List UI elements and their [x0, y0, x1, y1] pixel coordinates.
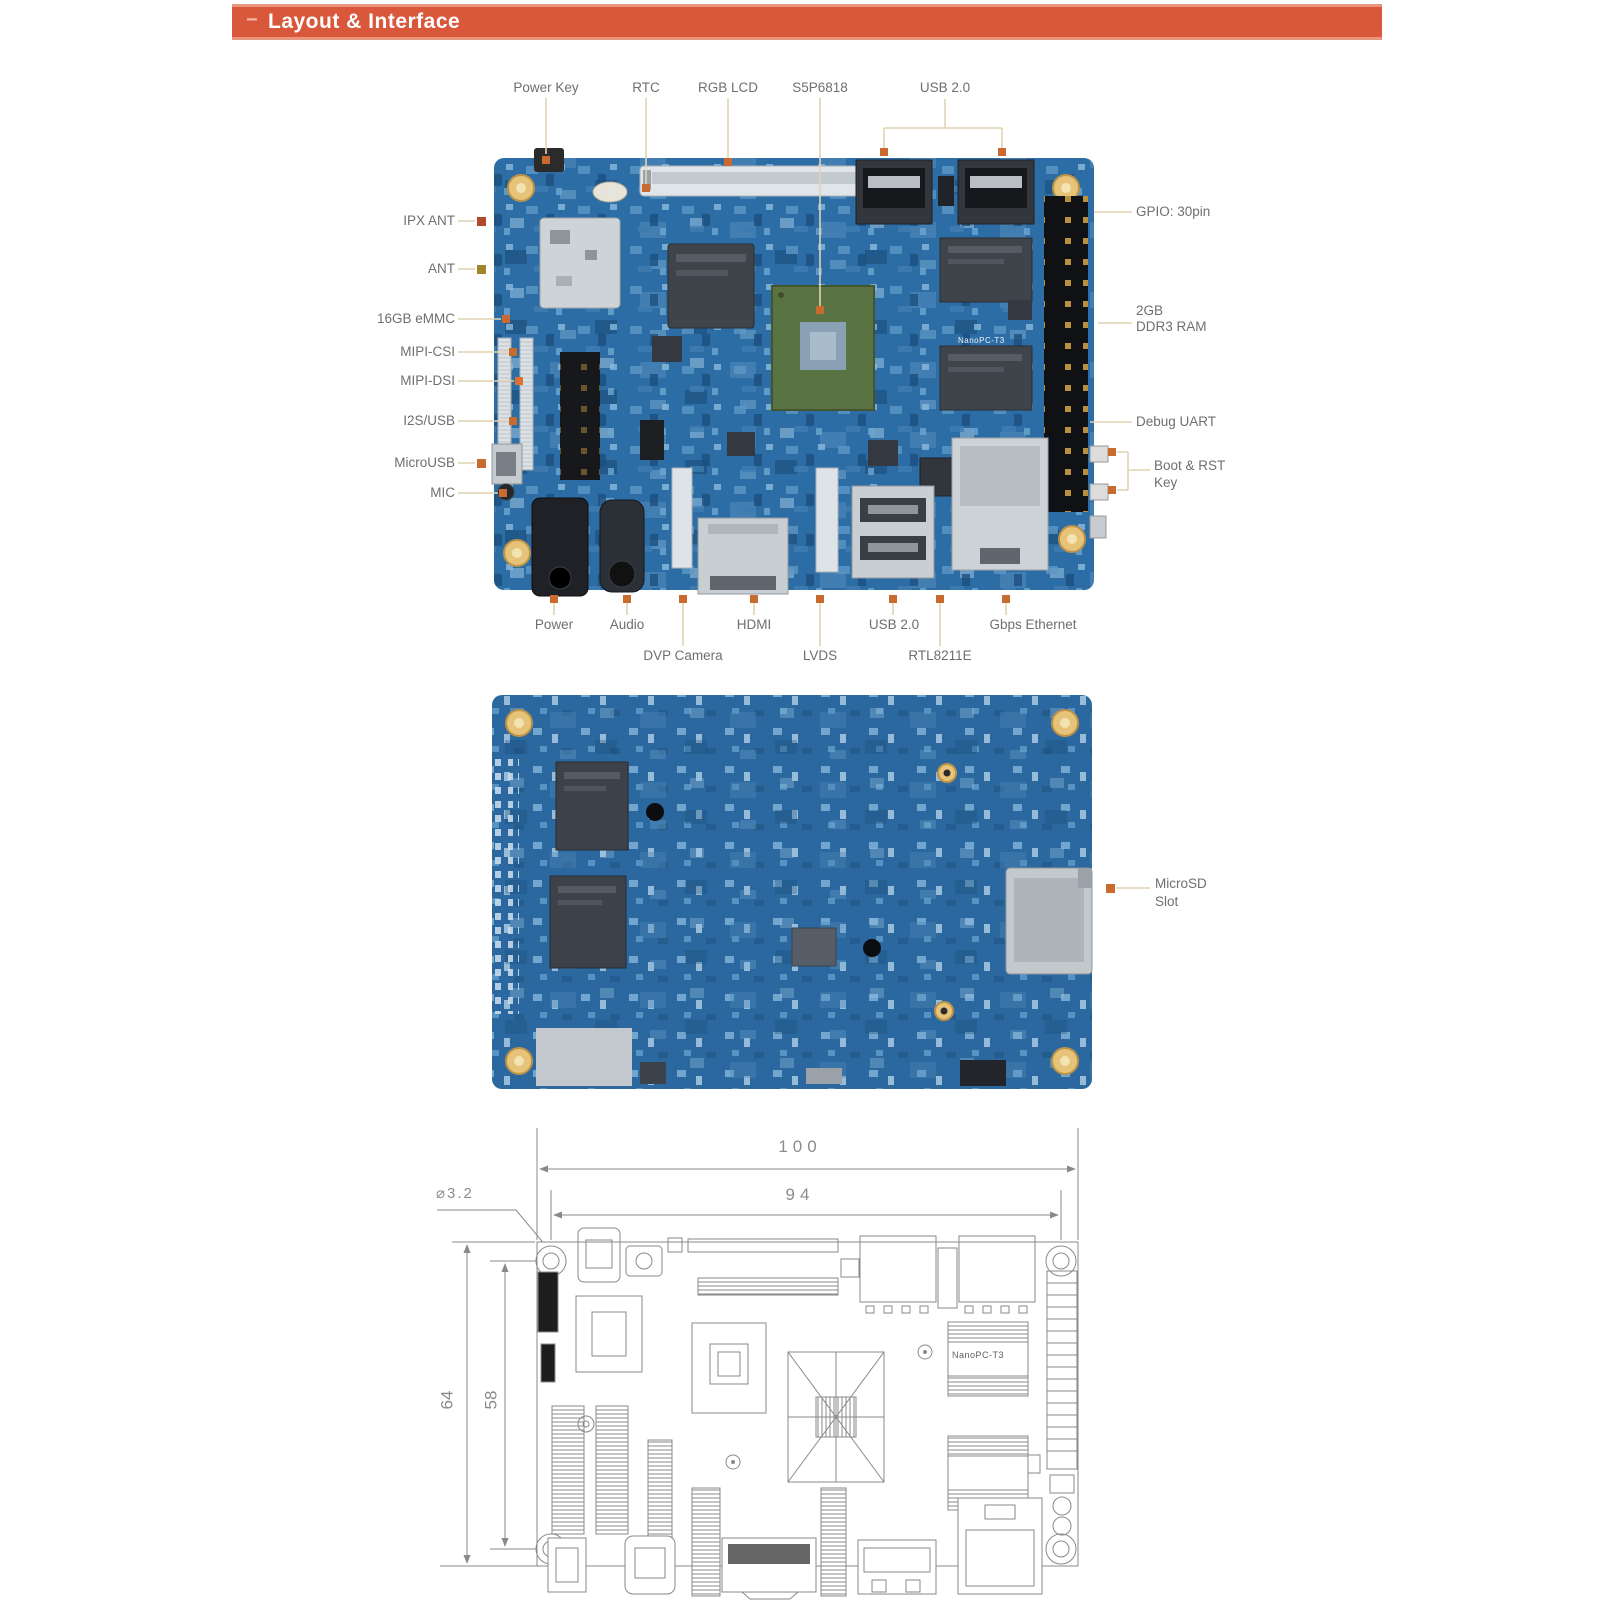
front-board-photo — [491, 148, 1109, 597]
label-audio: Audio — [609, 617, 645, 632]
label-lvds: LVDS — [802, 648, 838, 663]
callout-back — [1106, 884, 1150, 893]
back-edge-pads — [495, 752, 519, 1014]
ethernet-port — [951, 437, 1049, 571]
label-hdmi: HDMI — [736, 617, 772, 632]
label-emmc: 16GB eMMC — [376, 311, 455, 326]
cad-soc — [691, 1322, 767, 1414]
back-board-photo — [492, 695, 1093, 1089]
power-jack — [531, 497, 589, 597]
ram-chips — [939, 237, 1033, 411]
label-mipi-dsi: MIPI-DSI — [400, 373, 455, 388]
page-title: Layout & Interface — [268, 10, 461, 33]
microsd-slot — [1005, 867, 1093, 975]
dim-width-inner: 94 — [785, 1185, 815, 1204]
label-microsd-line2: Slot — [1155, 894, 1179, 909]
audio-jack — [599, 499, 645, 593]
label-debug-uart: Debug UART — [1136, 414, 1217, 429]
label-i2s-usb: I2S/USB — [403, 413, 455, 428]
boot-rst-buttons — [1089, 445, 1109, 539]
label-boot-rst-line2: Key — [1154, 475, 1178, 490]
dim-hole-diameter: ⌀3.2 — [436, 1185, 474, 1202]
usb-port-bottom — [851, 485, 935, 579]
label-microsd-line1: MicroSD — [1155, 876, 1207, 891]
dim-height-outer: 64 — [437, 1390, 457, 1410]
microusb-port — [491, 443, 523, 485]
mount-holes — [503, 174, 1086, 567]
label-gpio: GPIO: 30pin — [1136, 204, 1211, 219]
label-mipi-csi: MIPI-CSI — [400, 344, 455, 359]
label-boot-rst-line1: Boot & RST — [1154, 458, 1226, 473]
label-dvp-camera: DVP Camera — [643, 648, 723, 663]
dim-height-inner: 58 — [481, 1390, 501, 1410]
header-dash-icon: − — [246, 9, 258, 31]
label-rgb-lcd: RGB LCD — [697, 80, 759, 95]
usb-ports-top — [855, 159, 1035, 225]
hdmi-port — [697, 517, 789, 595]
back-bottom-shadows — [536, 1028, 1006, 1086]
label-ant: ANT — [428, 261, 455, 276]
label-gbps-ethernet: Gbps Ethernet — [989, 617, 1077, 632]
label-power: Power — [534, 617, 574, 632]
back-black-dot-2 — [863, 939, 881, 957]
section-header-bar: − Layout & Interface — [232, 4, 1382, 40]
label-ddr3-line2: DDR3 RAM — [1136, 319, 1207, 334]
label-ddr3-line1: 2GB — [1136, 303, 1164, 318]
label-mic: MIC — [430, 485, 455, 500]
wifi-module — [539, 217, 621, 309]
label-ipx-ant: IPX ANT — [403, 213, 455, 228]
label-microusb: MicroUSB — [394, 455, 455, 470]
gpio-header — [1044, 196, 1088, 512]
cad-board-name: NanoPC-T3 — [952, 1350, 1005, 1360]
front-board-silkscreen: NanoPC-T3 — [958, 336, 1005, 345]
back-ram-chips — [549, 761, 629, 969]
back-black-dot-1 — [646, 803, 664, 821]
dvp-camera-connector — [671, 467, 693, 569]
callout-markers-front — [477, 148, 1116, 603]
lvds-connector — [815, 467, 839, 573]
label-s5p6818: S5P6818 — [792, 80, 848, 95]
io-pin-header — [560, 352, 600, 480]
emmc-chip — [667, 243, 755, 329]
rgb-lcd-connector — [639, 165, 871, 197]
label-rtc: RTC — [632, 80, 660, 95]
dim-width-outer: 100 — [778, 1137, 822, 1156]
label-power-key: Power Key — [513, 80, 579, 95]
back-mid-chip — [791, 927, 837, 967]
label-usb20-top: USB 2.0 — [919, 80, 971, 95]
cad-bottom-connectors — [547, 1487, 1043, 1600]
callout-lines-front — [458, 98, 1150, 646]
label-rtl8211e: RTL8211E — [908, 648, 972, 663]
mount-holes-back — [505, 709, 1079, 1075]
soc-chip — [771, 285, 875, 411]
cad-gpio-ladder — [1046, 1270, 1078, 1536]
label-usb20-bottom: USB 2.0 — [868, 617, 920, 632]
cad-bga — [787, 1351, 885, 1483]
rtc-component — [592, 181, 628, 203]
dimension-drawing — [437, 1128, 1079, 1600]
